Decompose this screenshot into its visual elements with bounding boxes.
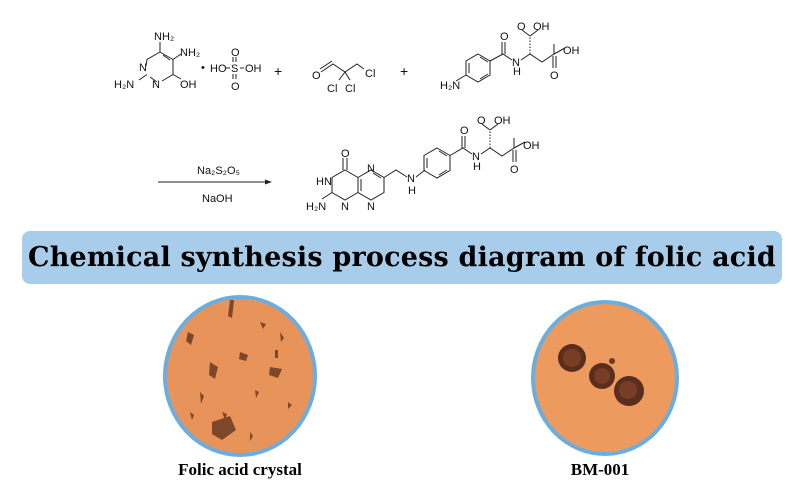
caption-folic-acid-crystal: Folic acid crystal — [178, 460, 302, 479]
atom-label: OH — [494, 115, 511, 127]
atom-label: O — [517, 21, 526, 33]
atom-label: OH — [523, 140, 540, 152]
atom-label: N — [152, 79, 160, 91]
bm-001-photo — [531, 300, 679, 456]
reactant-triaminopyrimidinol: NH₂ NH₂ N N H₂N OH • — [114, 31, 205, 91]
atom-label: O — [231, 81, 240, 93]
atom-label: H — [408, 185, 416, 197]
atom-label: O — [550, 70, 559, 82]
reaction-arrow: Na₂S₂O₅ NaOH — [158, 165, 272, 205]
sulfuric-acid: HO S OH O O — [210, 47, 262, 93]
atom-label: N — [472, 151, 480, 163]
atom-label: HN — [316, 176, 332, 188]
atom-label: HO — [210, 63, 227, 75]
atom-label: H₂N — [440, 80, 460, 92]
product-folic-acid: O HN H₂N N N N N H O N H O OH OH O — [306, 115, 540, 213]
atom-label: H — [513, 66, 521, 78]
atom-label: NH₂ — [180, 47, 200, 59]
atom-label: N — [407, 173, 415, 185]
atom-label: H₂N — [114, 79, 134, 91]
atom-label: O — [477, 115, 486, 127]
plus-sign: + — [274, 63, 282, 79]
atom-label: O — [510, 164, 519, 176]
atom-label: Cl — [365, 68, 375, 80]
atom-label: OH — [533, 21, 550, 33]
plus-sign: + — [400, 63, 408, 79]
atom-label: OH — [563, 45, 580, 57]
salt-dot: • — [201, 62, 205, 74]
atom-label: NH₂ — [154, 31, 174, 43]
caption-bm-001: BM-001 — [570, 460, 630, 479]
reaction-scheme: NH₂ NH₂ N N H₂N OH • HO S OH O O + O Cl … — [114, 21, 580, 213]
atom-label: O — [460, 125, 469, 137]
atom-label: Cl — [345, 83, 355, 95]
folic-acid-crystal-photo — [163, 295, 317, 457]
atom-label: N — [367, 201, 375, 213]
atom-label: H — [473, 161, 481, 173]
atom-label: S — [231, 63, 238, 75]
atom-label: O — [231, 47, 240, 59]
atom-label: OH — [180, 79, 197, 91]
diagram-title: Chemical synthesis process diagram of fo… — [28, 242, 776, 273]
atom-label: O — [500, 31, 509, 43]
atom-label: N — [512, 57, 520, 69]
reagent-label: NaOH — [202, 193, 233, 205]
reactant-trichloropropanal: O Cl Cl Cl — [312, 60, 375, 95]
atom-label: Cl — [327, 83, 337, 95]
atom-label: H₂N — [306, 201, 326, 213]
atom-label: OH — [245, 63, 262, 75]
atom-label: O — [341, 148, 350, 160]
reagent-label: Na₂S₂O₅ — [197, 165, 240, 177]
atom-label: N — [139, 62, 147, 74]
atom-label: O — [312, 70, 321, 82]
reactant-aminobenzoyl-glutamic-acid: H₂N O N H O OH OH O — [440, 21, 580, 92]
title-banner: Chemical synthesis process diagram of fo… — [22, 231, 782, 284]
atom-label: N — [341, 201, 349, 213]
atom-label: N — [367, 163, 375, 175]
